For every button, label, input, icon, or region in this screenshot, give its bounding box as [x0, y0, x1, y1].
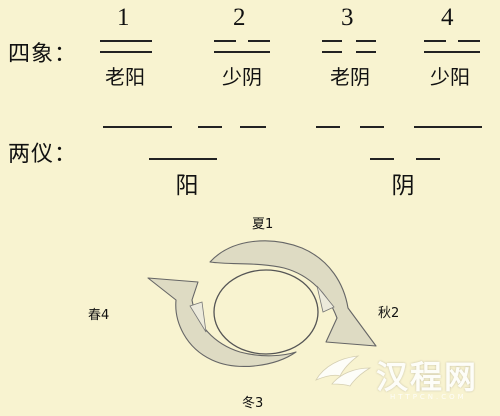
- number-1: 1: [117, 4, 130, 31]
- season-autumn: 秋2: [378, 306, 400, 321]
- liang-yi-label: 两仪：: [8, 142, 78, 167]
- yao-broken-line: [424, 40, 480, 42]
- xiang-name-lao-yin: 老阴: [330, 65, 370, 89]
- watermark-logo-text: 汉程网: [376, 358, 479, 396]
- yao-broken-line: [198, 126, 266, 128]
- yao-solid-line: [100, 40, 152, 42]
- watermark-url: HTTPCN.COM: [390, 393, 467, 401]
- yao-broken-line: [316, 126, 384, 128]
- yao-solid-line: [103, 126, 172, 128]
- circle: [213, 269, 319, 355]
- cycle-arrow: [189, 301, 207, 333]
- yao-solid-line: [424, 51, 480, 53]
- yao-broken-line: [322, 40, 376, 42]
- cycle-arrow: [316, 285, 335, 313]
- yao-solid-line: [214, 51, 270, 53]
- yi-name-yin: 阴: [391, 173, 415, 199]
- season-winter: 冬3: [242, 396, 264, 411]
- si-xiang-label: 四象：: [8, 42, 78, 67]
- number-2: 2: [233, 4, 246, 31]
- cycle-arrow: [147, 277, 297, 367]
- xiang-name-shao-yang: 少阳: [430, 65, 470, 89]
- yao-solid-line: [100, 51, 152, 53]
- yao-solid-line: [414, 126, 482, 128]
- yao-broken-line: [214, 40, 270, 42]
- watermark-bird-icon: [315, 355, 372, 387]
- number-3: 3: [341, 4, 354, 31]
- cycle-arrow: [209, 240, 377, 347]
- season-summer: 夏1: [252, 217, 274, 232]
- number-4: 4: [441, 4, 454, 31]
- yao-broken-line: [370, 158, 440, 160]
- season-spring: 春4: [88, 308, 110, 323]
- yi-name-yang: 阳: [175, 173, 199, 199]
- xiang-name-shao-yin: 少阴: [222, 65, 262, 89]
- yao-solid-line: [149, 158, 217, 160]
- yao-broken-line: [322, 51, 376, 53]
- xiang-name-lao-yang: 老阳: [105, 65, 145, 89]
